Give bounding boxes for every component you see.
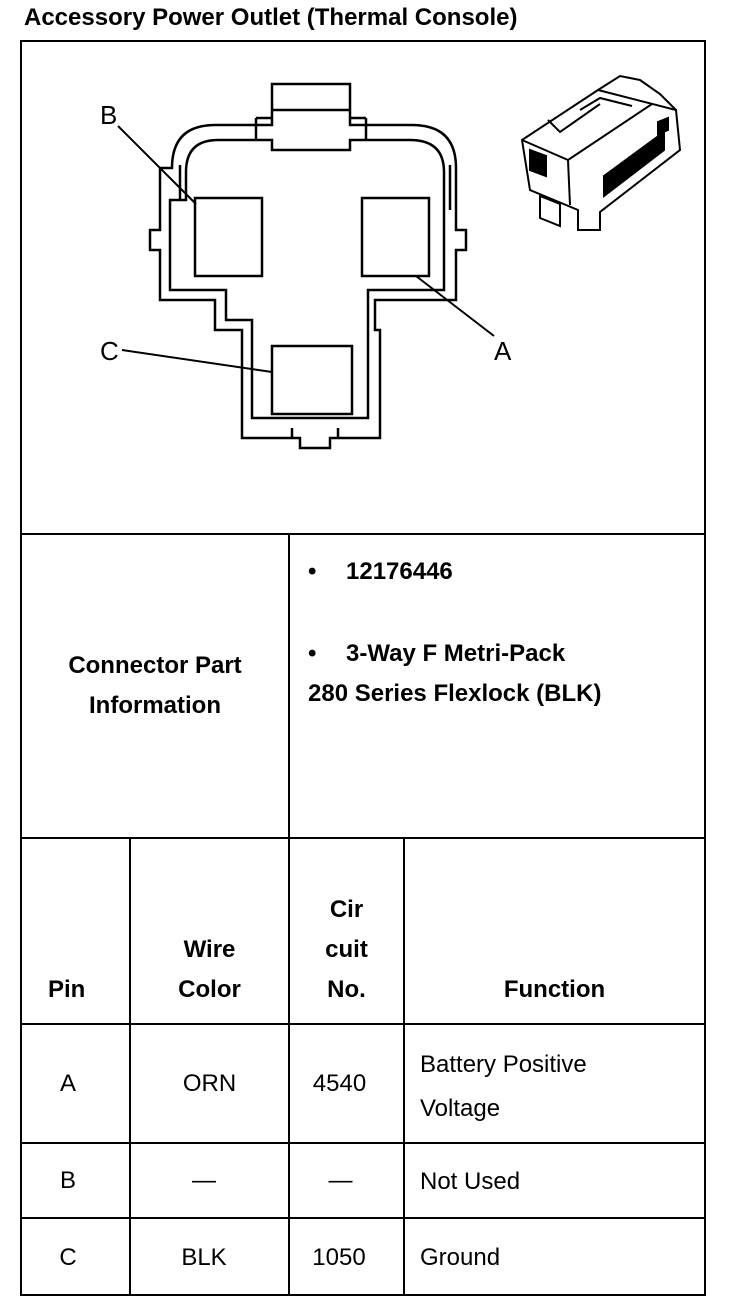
part-number-value: 12176446 — [346, 558, 453, 585]
row-c-pin: C — [59, 1243, 77, 1271]
connector-table-frame — [20, 40, 706, 1296]
connector-face-diagram: B A C — [100, 74, 682, 450]
callout-labels: B A C — [100, 100, 512, 366]
description-line2: 280 Series Flexlock (BLK) — [308, 680, 602, 707]
header-wire-color-line2: Color — [178, 976, 241, 1003]
part-number: • 12176446 — [308, 558, 453, 586]
description-line1: 3-Way F Metri-Pack — [346, 640, 566, 667]
divider — [20, 1142, 706, 1144]
divider — [20, 1023, 706, 1025]
header-circuit-line2: cuit — [325, 936, 368, 963]
divider — [403, 839, 405, 1296]
row-c-circuit: 1050 — [312, 1243, 366, 1271]
row-a-function-line1: Battery Positive — [420, 1051, 587, 1078]
divider — [20, 837, 706, 839]
row-a-pin: A — [59, 1069, 76, 1097]
row-a-function-line2: Voltage — [420, 1095, 501, 1122]
row-b-wire: — — [192, 1166, 216, 1194]
header-wire-color-line1: Wire — [183, 936, 236, 963]
bullet: • — [308, 558, 317, 585]
connector-info-label: Connector Part Information — [22, 535, 288, 837]
header-function: Function — [503, 976, 606, 1003]
divider — [288, 535, 290, 1296]
row-a-circuit: 4540 — [312, 1069, 367, 1097]
connector-description: • 3-Way F Metri-Pack 280 Series Flexlock … — [308, 634, 601, 714]
label-c: C — [100, 336, 119, 366]
row-a-function: Battery Positive Voltage — [420, 1043, 587, 1131]
label-a: A — [494, 336, 512, 366]
connector-info-label-line1: Connector Part — [68, 652, 242, 679]
header-circuit-no: Cir cuit No. — [290, 890, 403, 1010]
divider — [20, 1217, 706, 1219]
header-pin: Pin — [48, 976, 86, 1003]
cavity-a — [360, 196, 431, 278]
terminal-cavities — [193, 196, 431, 416]
divider — [129, 839, 131, 1296]
row-c-wire: BLK — [181, 1243, 227, 1271]
bullet: • — [308, 640, 317, 667]
connector-3d-icon — [520, 74, 682, 231]
row-a-wire: ORN — [182, 1069, 237, 1097]
leader-lines — [117, 125, 495, 373]
row-c-function: Ground — [420, 1244, 501, 1271]
cavity-c — [270, 344, 354, 416]
connector-outline — [148, 82, 468, 450]
label-b: B — [100, 100, 117, 130]
row-b-circuit: — — [328, 1166, 353, 1194]
cavity-b — [193, 196, 264, 278]
row-b-function: Not Used — [420, 1168, 521, 1195]
header-circuit-line1: Cir — [329, 896, 364, 923]
divider — [20, 533, 706, 535]
connector-info-label-line2: Information — [89, 692, 221, 719]
row-b-pin: B — [59, 1166, 76, 1194]
page-title: Accessory Power Outlet (Thermal Console) — [24, 4, 518, 31]
header-wire-color: Wire Color — [131, 930, 288, 1010]
header-circuit-line3: No. — [327, 976, 366, 1003]
